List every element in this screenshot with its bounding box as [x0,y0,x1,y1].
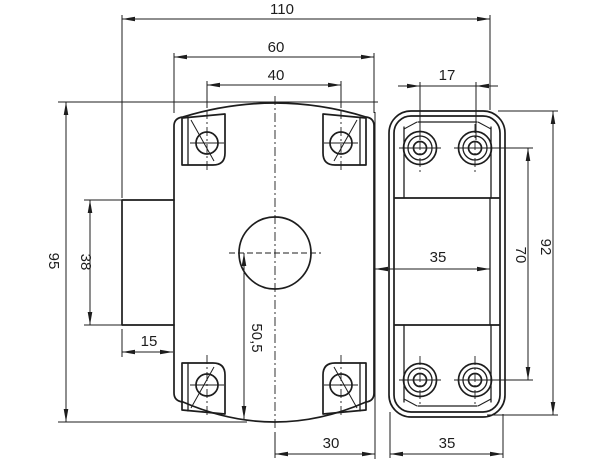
strike-bottom-lip-diagonal-right [477,398,492,407]
dim-label-35-bottom: 35 [439,435,456,452]
tab-diagonal [190,119,215,162]
tab-diagonal [333,119,358,162]
dim-label-17: 17 [439,67,456,84]
screw-tab-bottom-right [322,355,367,418]
dim-label-92: 92 [537,239,554,256]
screw-tab-bottom-left [181,355,226,418]
dim-label-110: 110 [270,1,294,18]
dimension-strike-height-92: 92 [487,110,558,416]
dim-label-60: 60 [268,39,285,56]
dim-label-30: 30 [323,435,340,452]
dim-label-70: 70 [512,247,529,264]
strike-bottom-lip-diagonal-left [403,398,418,407]
lock-body [121,96,375,431]
tab-outline [181,113,226,166]
dim-label-15: 15 [141,333,158,350]
tab-diagonal [333,366,358,409]
strike-screw-hole-bottom-left [399,356,441,404]
strike-outer-outline [388,110,506,418]
tab-outline [181,362,226,415]
dimension-overall-width-110: 110 [121,1,491,198]
dim-label-35-mid: 35 [430,249,447,266]
dimension-body-height-95: 95 [45,101,378,423]
strike-screw-hole-top-right [454,124,533,172]
dimension-strike-hole-spacing-17: 17 [398,67,498,140]
tab-outline [322,113,367,166]
dimension-housing-depth-15: 15 [121,329,173,357]
screw-tab-top-right [322,110,367,172]
strike-top-lip-diagonal-right [477,121,492,130]
dimension-cylinder-to-bottom-50-5: 50,5 [241,253,265,419]
dimension-top-hole-spacing-40: 40 [206,67,342,108]
dimension-strike-width-35: 35 [389,412,504,458]
dimension-strike-depth-35: 35 [375,249,490,272]
dim-label-50-5: 50,5 [248,323,265,352]
screw-tab-top-left [181,110,226,172]
cylinder-housing-bump [121,199,175,326]
dim-label-40: 40 [268,67,285,84]
strike-top-lip-diagonal-left [403,121,418,130]
dimension-center-to-edge-30: 30 [274,112,376,459]
dim-label-95: 95 [45,253,62,270]
strike-inner-outline [393,115,501,413]
dimension-housing-height-38: 38 [77,199,122,326]
strike-screw-hole-bottom-right [454,356,533,404]
tab-diagonal [190,366,215,409]
tab-outline [322,362,367,415]
dimension-strike-hole-spacing-70: 70 [512,148,531,380]
strike-plate [388,110,533,418]
dim-label-38: 38 [77,254,94,271]
dimension-body-width-60: 60 [173,39,375,113]
